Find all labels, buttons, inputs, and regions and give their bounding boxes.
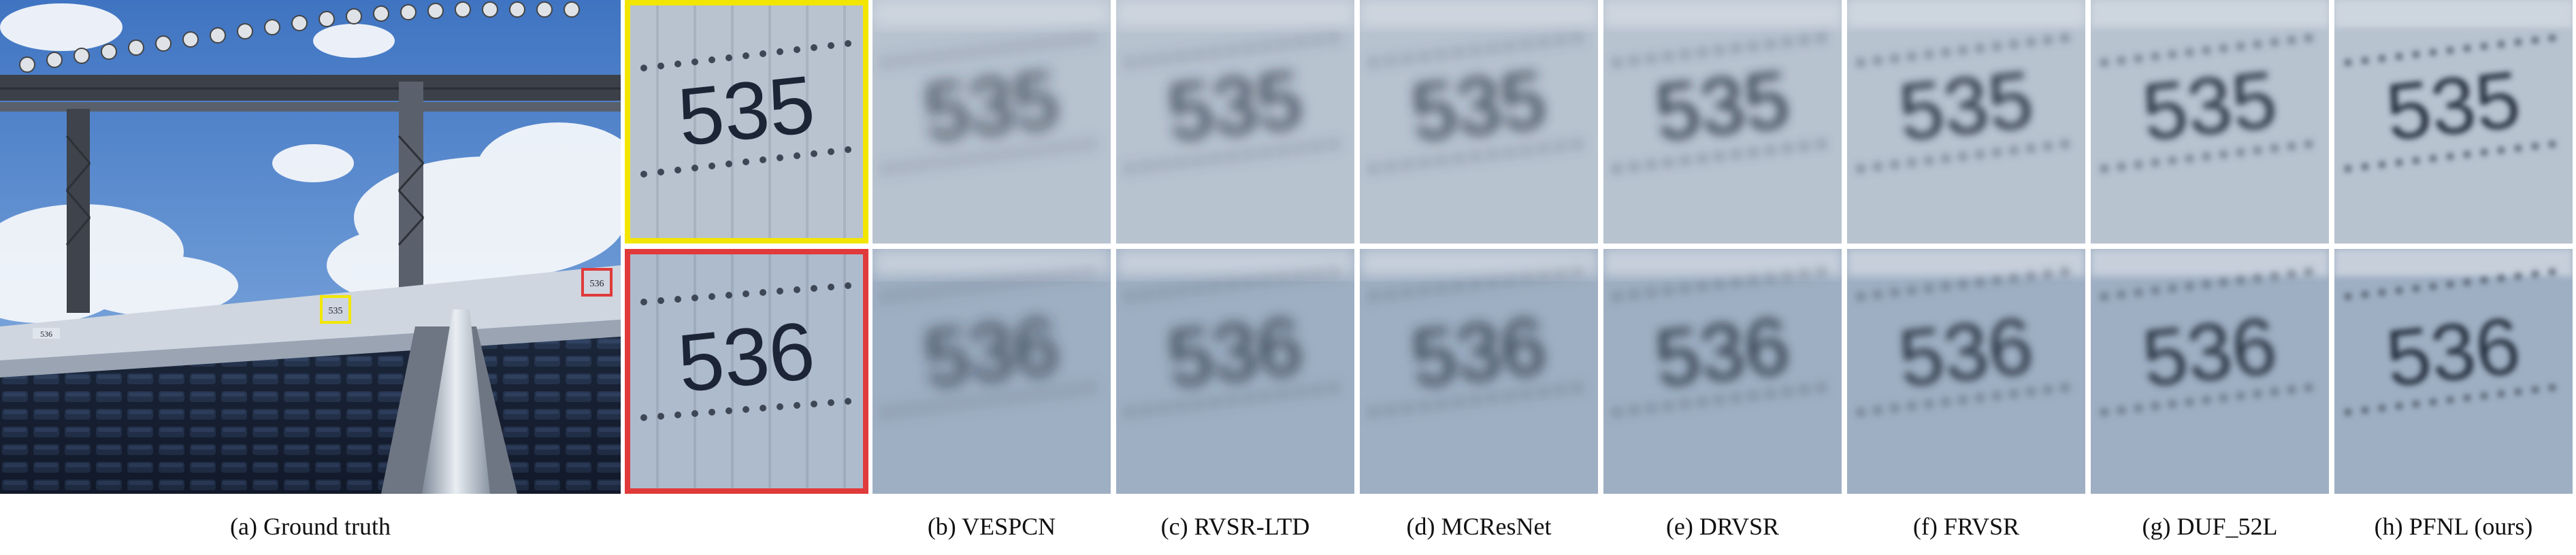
result-crop-top-7: 535 xyxy=(2334,0,2573,243)
result-crop-top-3: 535 xyxy=(1360,0,1598,243)
result-crop-number: 535 xyxy=(1895,54,2038,158)
stadium-scene: 536 535 536 xyxy=(0,0,621,494)
result-crop-top-1: 535 xyxy=(873,0,1111,243)
result-crop-bottom-4: 536 xyxy=(1603,249,1842,494)
result-crop-bottom-5: 536 xyxy=(1847,249,2085,494)
result-crop-number: 536 xyxy=(1407,301,1550,404)
ground-truth-image: 536 535 536 xyxy=(0,0,621,494)
zoom-inset-yellow-image: 535 xyxy=(630,5,863,238)
result-crop-bottom-1: 536 xyxy=(873,249,1111,494)
caption-method-1: (b) VESPCN xyxy=(927,513,1056,540)
zoom-inset-yellow-number: 535 xyxy=(674,58,819,163)
result-crop-top-5: 535 xyxy=(1847,0,2085,243)
result-crop-number: 536 xyxy=(1651,301,1794,404)
caption-method-2: (c) RVSR-LTD xyxy=(1160,513,1310,540)
result-crop-number: 536 xyxy=(920,301,1063,404)
result-crop-bottom-2: 536 xyxy=(1116,249,1354,494)
caption-ground-truth: (a) Ground truth xyxy=(230,513,391,540)
result-crop-number: 535 xyxy=(1407,54,1550,158)
result-crop-top-6: 535 xyxy=(2091,0,2329,243)
red-box-number: 536 xyxy=(590,279,604,289)
result-crop-number: 535 xyxy=(2382,54,2525,158)
zoom-inset-red-image: 536 xyxy=(630,254,863,488)
caption-method-4: (e) DRVSR xyxy=(1665,513,1780,540)
caption-method-3: (d) MCResNet xyxy=(1406,513,1552,540)
zoom-inset-red: 536 xyxy=(625,249,868,494)
result-crop-bottom-6: 536 xyxy=(2091,249,2329,494)
caption-method-5: (f) FRVSR xyxy=(1912,513,2020,540)
result-crop-number: 536 xyxy=(2382,301,2525,404)
caption-method-7: (h) PFNL (ours) xyxy=(2374,513,2533,540)
yellow-box-number: 535 xyxy=(329,306,343,316)
red-highlight-box xyxy=(581,268,613,297)
result-crop-number: 535 xyxy=(1651,54,1794,158)
zoom-inset-red-number: 536 xyxy=(674,305,819,409)
zoom-inset-yellow: 535 xyxy=(625,0,868,243)
result-crop-number: 535 xyxy=(1164,54,1307,158)
result-crop-bottom-3: 536 xyxy=(1360,249,1598,494)
result-crop-number: 536 xyxy=(1164,301,1307,404)
left-wall-number: 536 xyxy=(40,329,52,339)
caption-method-6: (g) DUF_52L xyxy=(2142,513,2278,540)
result-crop-bottom-7: 536 xyxy=(2334,249,2573,494)
result-crop-top-4: 535 xyxy=(1603,0,1842,243)
result-crop-number: 535 xyxy=(2138,54,2281,158)
result-crop-number: 536 xyxy=(1895,301,2038,404)
result-crop-number: 535 xyxy=(920,54,1063,158)
result-crop-number: 536 xyxy=(2138,301,2281,404)
result-crop-top-2: 535 xyxy=(1116,0,1354,243)
yellow-highlight-box xyxy=(320,295,351,324)
